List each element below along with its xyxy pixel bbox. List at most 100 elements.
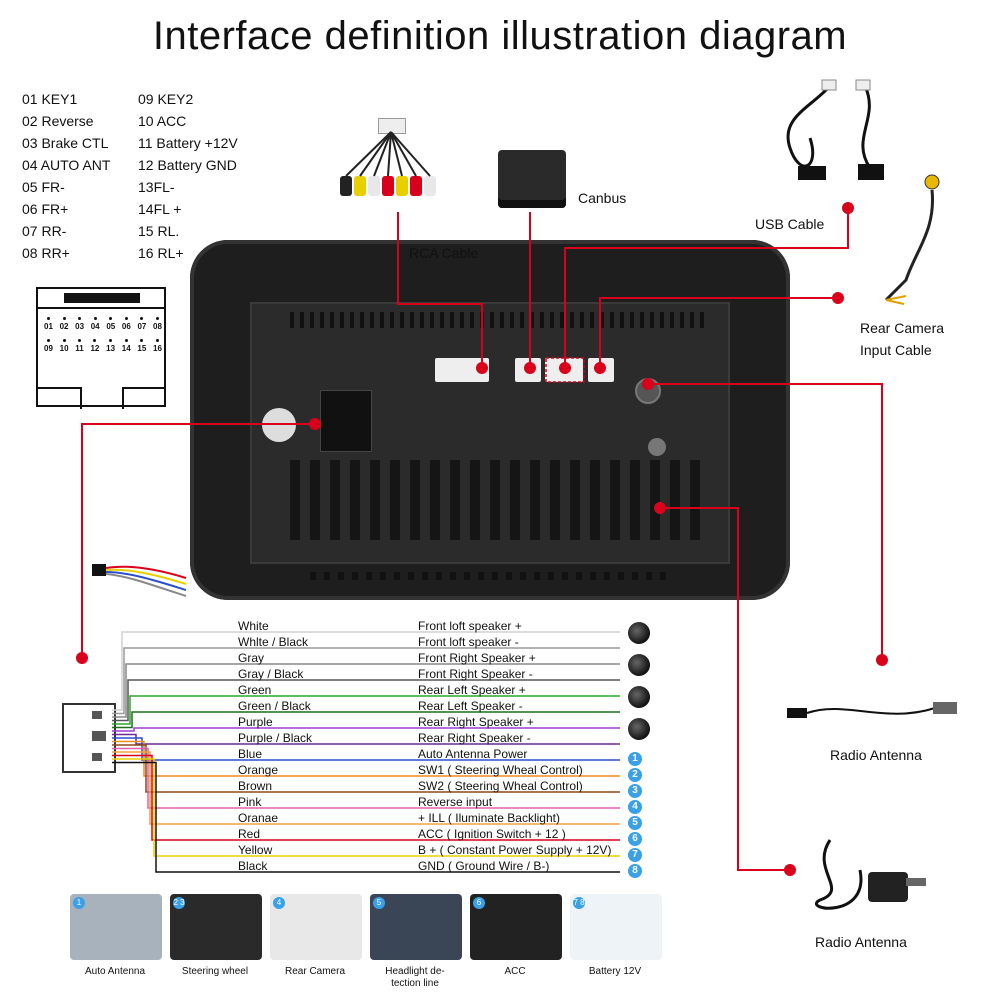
connector-pin: 11 bbox=[75, 339, 84, 353]
wire-function: SW1 ( Steering Wheal Control) bbox=[418, 763, 583, 777]
thumbnail-label: Battery 12V bbox=[588, 966, 642, 977]
pin-label: 16 RL+ bbox=[138, 245, 184, 261]
wire-color-name: Purple / Black bbox=[238, 731, 313, 745]
connector-pin-number: 04 bbox=[90, 322, 100, 331]
wire-line bbox=[112, 737, 620, 761]
radio-antenna-image-1 bbox=[787, 702, 957, 718]
rca-cable-label: RCA Cable bbox=[409, 245, 479, 261]
wire-color-name: Purple bbox=[238, 715, 273, 729]
thumbnail-image: 7 8 bbox=[570, 894, 662, 960]
pin-label: 02 Reverse bbox=[22, 113, 94, 129]
rear-camera-label-line2: Input Cable bbox=[860, 342, 932, 358]
thumbnail-badge: 5 bbox=[373, 897, 385, 909]
wire-function: Rear Right Speaker - bbox=[418, 731, 531, 745]
wire-number-badge: 7 bbox=[628, 848, 642, 862]
page-title: Interface definition illustration diagra… bbox=[152, 14, 848, 58]
iso-socket bbox=[320, 390, 372, 452]
wire-color-name: Whlte / Black bbox=[238, 635, 309, 649]
thumbnail-label: Steering wheel bbox=[181, 966, 249, 977]
connector-pin-number: 09 bbox=[44, 344, 53, 353]
speaker-icon bbox=[628, 718, 650, 740]
iso-plug-drawing bbox=[62, 703, 116, 773]
connector-pin-number: 13 bbox=[106, 344, 116, 353]
thumbnail-label: Headlight de- tection line bbox=[385, 966, 445, 989]
thumbnail-image: 5 bbox=[370, 894, 462, 960]
wire-function: Rear Right Speaker + bbox=[418, 715, 534, 729]
wire-line bbox=[112, 758, 620, 857]
connector-pin: 03 bbox=[75, 317, 84, 331]
wire-color-name: Pink bbox=[238, 795, 262, 809]
thumbnail-badge: 7 8 bbox=[573, 897, 585, 909]
wire-color-name: Black bbox=[238, 859, 268, 873]
connector-pin-number: 01 bbox=[44, 322, 53, 331]
pin-label: 07 RR- bbox=[22, 223, 67, 239]
wire-color-name: Gray / Black bbox=[238, 667, 304, 681]
pin-label: 01 KEY1 bbox=[22, 91, 78, 107]
connector-pin-number: 02 bbox=[59, 322, 69, 331]
rca-cable-image bbox=[336, 118, 446, 202]
connector-pin: 05 bbox=[106, 317, 115, 331]
connector-pin: 02 bbox=[59, 317, 69, 331]
canbus-box-image bbox=[498, 150, 566, 208]
connector-pin: 04 bbox=[91, 317, 100, 331]
pin-label: 11 Battery +12V bbox=[138, 135, 238, 151]
wire-color-name: Oranae bbox=[238, 811, 279, 825]
connector-pin-number: 10 bbox=[59, 344, 69, 353]
connector-pin-number: 07 bbox=[137, 322, 147, 331]
rear-camera-cable-image bbox=[884, 174, 940, 305]
connector-pin-number: 12 bbox=[90, 344, 100, 353]
thumbnail-image: 6 bbox=[470, 894, 562, 960]
pin-label: 15 RL. bbox=[138, 223, 180, 239]
wire-function: Front Right Speaker + bbox=[418, 651, 536, 665]
wire-color-name: Gray bbox=[238, 651, 265, 665]
wire-function: GND ( Ground Wire / B-) bbox=[418, 859, 550, 873]
speaker-icon bbox=[628, 622, 650, 644]
pin-label: 08 RR+ bbox=[22, 245, 70, 261]
thumbnail-image: 4 bbox=[270, 894, 362, 960]
wire-number-badge: 6 bbox=[628, 832, 642, 846]
connector-pin: 12 bbox=[90, 339, 99, 353]
thumbnail-badge: 2 3 bbox=[173, 897, 185, 909]
connector-top-row: 01 02 03 04 05 06 07 08 bbox=[44, 317, 162, 331]
connector-pin-number: 08 bbox=[153, 322, 162, 331]
connector-pin: 07 bbox=[137, 317, 146, 331]
speaker-icon bbox=[628, 654, 650, 676]
wire-function: SW2 ( Steering Wheal Control) bbox=[418, 779, 583, 793]
pin-label: 13FL- bbox=[138, 179, 175, 195]
canbus-label: Canbus bbox=[578, 190, 627, 206]
wire-color-name: Green / Black bbox=[238, 699, 311, 713]
connector-pin: 06 bbox=[122, 317, 131, 331]
usb-cable-image bbox=[786, 79, 884, 180]
radio-antenna-image-2 bbox=[815, 839, 926, 910]
pin-label: 09 KEY2 bbox=[138, 91, 194, 107]
connector-pin: 16 bbox=[153, 339, 162, 353]
connector-pin-number: 03 bbox=[75, 322, 85, 331]
wire-color-name: Orange bbox=[238, 763, 279, 777]
wire-line bbox=[112, 711, 620, 729]
pin-label: 03 Brake CTL bbox=[22, 135, 109, 151]
pin-label: 14FL + bbox=[138, 201, 182, 217]
thumbnail-badge: 4 bbox=[273, 897, 285, 909]
connector-pin-number: 06 bbox=[121, 322, 131, 331]
wire-number-badge: 8 bbox=[628, 864, 642, 878]
wire-line bbox=[112, 761, 620, 873]
speaker-icon bbox=[628, 686, 650, 708]
thumbnail-image: 1 bbox=[70, 894, 162, 960]
radio-antenna-label-1: Radio Antenna bbox=[830, 747, 922, 763]
thumbnail-label: Rear Camera bbox=[284, 966, 346, 977]
wire-line bbox=[112, 733, 620, 745]
wire-color-name: White bbox=[238, 619, 269, 633]
wire-line bbox=[112, 695, 620, 725]
thumbnail-label: ACC bbox=[504, 966, 526, 977]
wire-line bbox=[112, 754, 620, 841]
wire-function: ACC ( Ignition Switch + 12 ) bbox=[418, 827, 566, 841]
wire-line bbox=[112, 727, 620, 732]
wire-number-badge: 4 bbox=[628, 800, 642, 814]
connector-pin-number: 16 bbox=[153, 344, 162, 353]
wire-function: Front loft speaker - bbox=[418, 635, 519, 649]
wire-color-name: Yellow bbox=[238, 843, 273, 857]
wire-color-name: Brown bbox=[238, 779, 273, 793]
connector-pin: 09 bbox=[44, 339, 53, 353]
wire-number-badge: 2 bbox=[628, 768, 642, 782]
